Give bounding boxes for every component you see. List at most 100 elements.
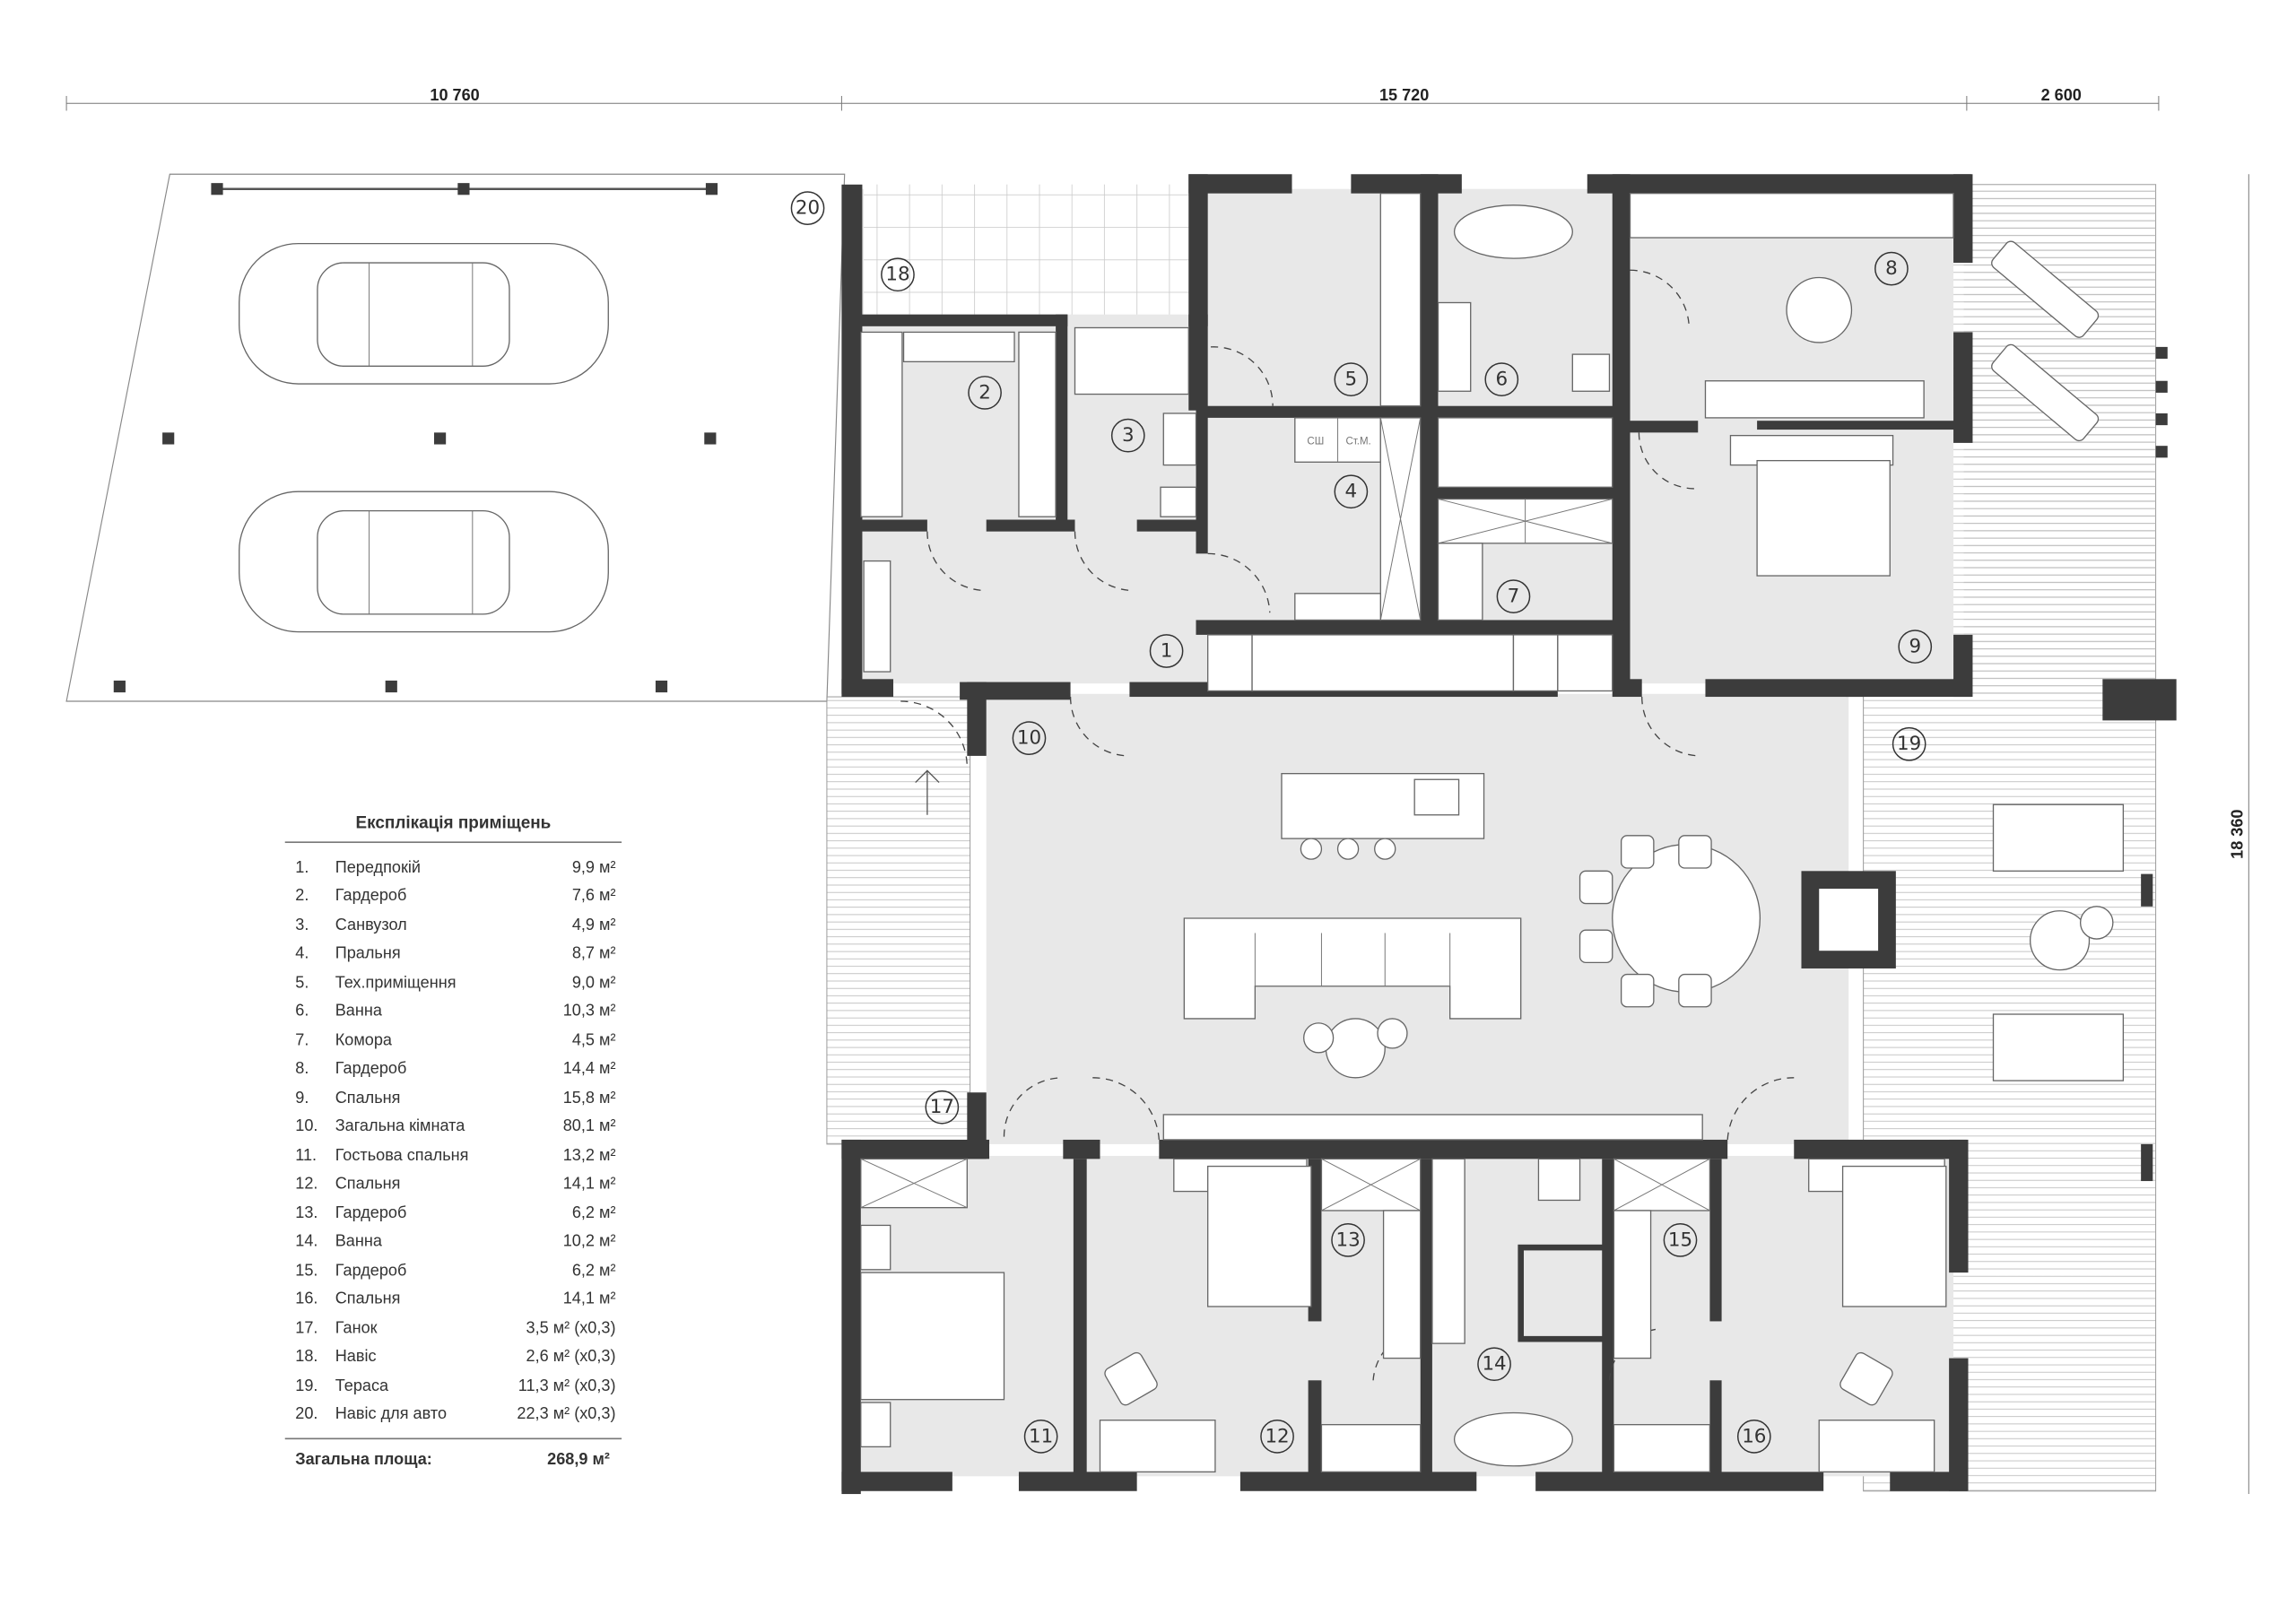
desk-12	[1099, 1420, 1216, 1473]
legend-name: Гостьова спальня	[335, 1146, 469, 1165]
legend-row: 12. Спальня 14,1 м²	[285, 1170, 622, 1199]
total-value: 268,9 м²	[547, 1451, 610, 1470]
dryer-label: СШ	[1307, 437, 1324, 447]
svg-text:7: 7	[1508, 586, 1520, 608]
legend-name: Гардероб	[335, 1203, 407, 1222]
room-marker-5: 5	[1334, 362, 1369, 396]
dimension-lines: 10 760 15 720 2 600 18 360	[65, 86, 2249, 1495]
legend-area: 10,2 м²	[562, 1233, 616, 1251]
room-marker-19: 19	[1892, 726, 1926, 761]
legend-num: 12.	[295, 1175, 318, 1194]
fireplace-icon	[1801, 871, 1896, 968]
legend-name: Передпокій	[335, 858, 422, 877]
bed-16	[1841, 1165, 1947, 1307]
svg-text:12: 12	[1265, 1425, 1289, 1447]
legend-name: Пральня	[335, 945, 401, 963]
legend-title: Експлікація приміщень	[284, 815, 622, 844]
room-marker-13: 13	[1331, 1223, 1365, 1257]
total-label: Загальна площа:	[295, 1451, 432, 1470]
legend-num: 14.	[295, 1233, 318, 1251]
legend-name: Тех.приміщення	[335, 974, 457, 992]
legend-num: 8.	[295, 1060, 309, 1079]
legend-name: Гардероб	[335, 1262, 407, 1280]
legend-num: 20.	[295, 1405, 318, 1424]
dimension-right: 18 360	[2229, 809, 2247, 858]
legend-area: 14,1 м²	[562, 1175, 616, 1194]
dimension-top-1: 10 760	[430, 86, 479, 104]
room-marker-12: 12	[1260, 1419, 1294, 1454]
svg-text:4: 4	[1345, 481, 1358, 503]
legend-name: Тераса	[335, 1376, 389, 1395]
legend-name: Спальня	[335, 1175, 401, 1194]
legend-num: 9.	[295, 1089, 309, 1107]
svg-text:17: 17	[930, 1096, 954, 1118]
legend-area: 3,5 м² (x0,3)	[526, 1319, 616, 1338]
room-marker-15: 15	[1663, 1223, 1698, 1257]
legend-name: Спальня	[335, 1089, 401, 1107]
washer-label: Ст.М.	[1345, 437, 1370, 447]
legend-num: 2.	[295, 887, 309, 906]
legend-area: 4,5 м²	[571, 1031, 616, 1050]
svg-text:5: 5	[1345, 369, 1358, 391]
room-marker-16: 16	[1736, 1419, 1771, 1454]
legend-area: 11,3 м² (x0,3)	[517, 1376, 616, 1395]
legend-name: Ганок	[335, 1319, 378, 1338]
legend-area: 14,4 м²	[562, 1060, 616, 1079]
legend-name: Навіс	[335, 1348, 377, 1367]
room-marker-2: 2	[968, 376, 1002, 410]
legend-name: Ванна	[335, 1233, 382, 1251]
furniture: СШ Ст.М.	[860, 193, 2125, 1473]
car-icon	[239, 242, 609, 385]
svg-text:18: 18	[885, 264, 909, 286]
svg-text:19: 19	[1897, 733, 1921, 755]
svg-text:14: 14	[1482, 1353, 1506, 1376]
legend-name: Гардероб	[335, 887, 407, 906]
legend-num: 17.	[295, 1319, 318, 1338]
svg-text:2: 2	[978, 381, 991, 404]
room-marker-4: 4	[1334, 474, 1369, 509]
legend-name: Ванна	[335, 1003, 382, 1021]
svg-text:20: 20	[796, 197, 820, 220]
bed-11	[860, 1272, 1005, 1401]
toilet-6	[1571, 353, 1611, 392]
legend-area: 14,1 м²	[562, 1290, 616, 1309]
room-marker-10: 10	[1012, 721, 1047, 756]
room-marker-17: 17	[925, 1090, 960, 1125]
room-marker-1: 1	[1149, 634, 1184, 668]
legend-num: 18.	[295, 1348, 318, 1367]
legend-num: 3.	[295, 916, 309, 934]
toilet-14	[1537, 1158, 1581, 1202]
legend-area: 13,2 м²	[562, 1146, 616, 1165]
bed-9	[1756, 459, 1891, 577]
legend-num: 16.	[295, 1290, 318, 1309]
porch-17-deck	[826, 696, 971, 1145]
legend-num: 13.	[295, 1203, 318, 1222]
legend-area: 4,9 м²	[571, 916, 616, 934]
room-marker-7: 7	[1496, 579, 1531, 613]
dimension-top-2: 15 720	[1379, 86, 1429, 104]
legend-name: Гардероб	[335, 1060, 407, 1079]
legend-num: 1.	[295, 858, 309, 877]
sink-6	[1437, 301, 1472, 392]
svg-text:16: 16	[1742, 1425, 1766, 1447]
room-marker-18: 18	[881, 257, 915, 292]
carport	[65, 173, 846, 702]
svg-text:10: 10	[1017, 727, 1041, 750]
dimension-top-3: 2 600	[2041, 86, 2082, 104]
svg-text:13: 13	[1335, 1229, 1360, 1251]
svg-text:15: 15	[1668, 1229, 1692, 1251]
car-icon	[239, 491, 609, 633]
